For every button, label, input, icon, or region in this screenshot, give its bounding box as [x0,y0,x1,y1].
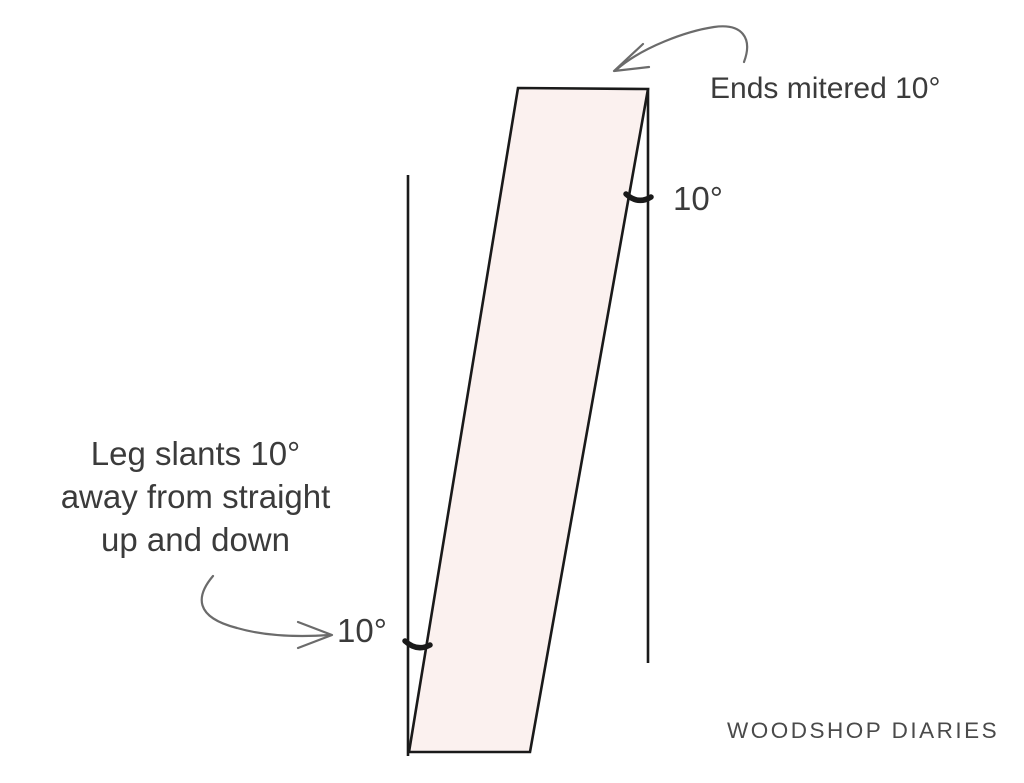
bottom-angle-arc-mark [402,638,433,651]
woodshop-diaries-watermark: WOODSHOP DIARIES [727,718,1000,743]
leg-slant-description-label: Leg slants 10° away from straight up and… [60,435,331,558]
ends-mitered-label: Ends mitered 10° [710,72,941,105]
top-angle-arc-mark [623,191,654,204]
leg-slant-arrowhead-icon [296,620,334,650]
leg-slant-curved-arrow [200,574,332,638]
ends-mitered-curved-arrow [614,25,749,72]
leg-board-shape [407,86,650,754]
top-angle-value-label: 10° [673,180,723,217]
bottom-angle-value-label: 10° [337,612,387,649]
ends-mitered-arrowhead-icon [612,42,651,73]
